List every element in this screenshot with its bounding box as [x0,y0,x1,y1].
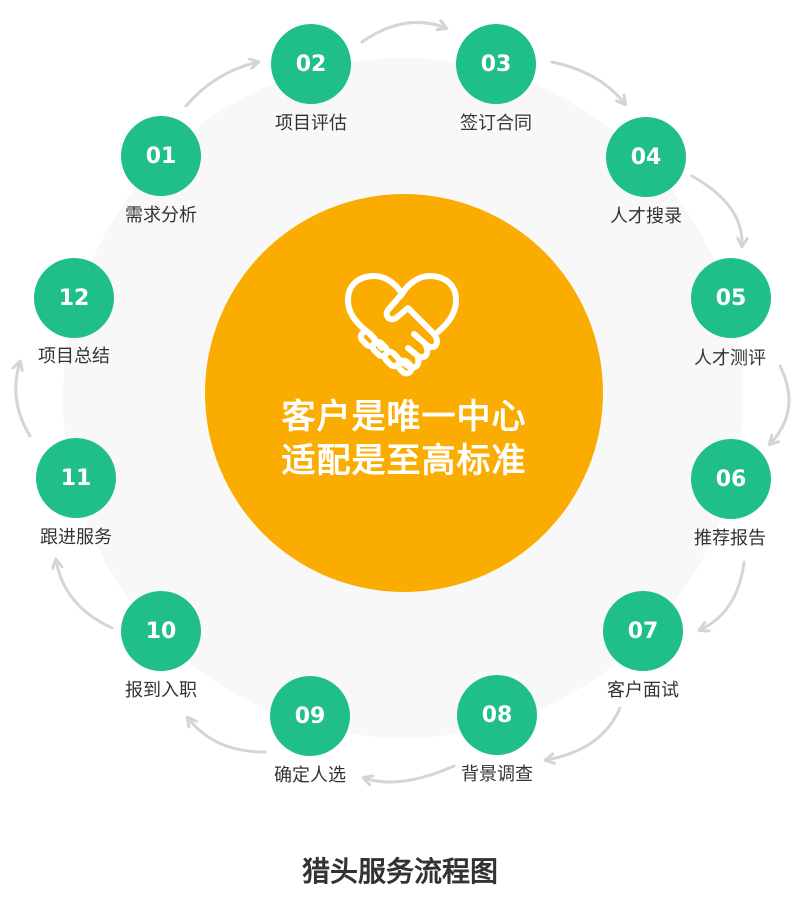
step-node-05: 05 [691,258,771,338]
step-node-10: 10 [121,591,201,671]
step-node-11: 11 [36,438,116,518]
step-label-01: 需求分析 [125,205,197,226]
step-node-02: 02 [271,24,351,104]
step-label-11: 跟进服务 [40,527,112,548]
handshake-heart-icon [345,273,459,377]
step-label-05: 人才测评 [694,348,766,369]
center-slogan-line1: 客户是唯一中心 [281,397,527,437]
arrow-10-11 [56,560,114,630]
step-node-01: 01 [121,116,201,196]
arrow-05-06 [770,364,791,444]
step-label-04: 人才搜录 [610,206,682,227]
center-slogan-line2: 适配是至高标准 [281,441,527,481]
center-circle [205,194,603,592]
arrow-03-04 [550,60,625,104]
arrow-06-07 [700,560,746,630]
arrow-09-10 [188,718,267,754]
arrow-08-09 [364,764,456,782]
step-node-12: 12 [34,258,114,338]
step-node-03: 03 [456,24,536,104]
arrow-11-12 [16,362,32,438]
step-label-03: 签订合同 [460,113,532,134]
arrow-04-05 [690,174,742,246]
diagram-caption: 猎头服务流程图 [301,855,498,888]
step-node-08: 08 [457,675,537,755]
step-node-09: 09 [270,676,350,756]
step-label-06: 推荐报告 [694,528,766,549]
step-label-12: 项目总结 [38,346,110,367]
step-node-04: 04 [606,117,686,197]
step-label-08: 背景调查 [461,764,533,785]
step-node-07: 07 [603,591,683,671]
step-label-02: 项目评估 [275,113,347,134]
step-label-10: 报到入职 [125,680,197,701]
arrow-07-08 [546,706,622,760]
arrow-02-03 [360,22,446,44]
step-node-06: 06 [691,439,771,519]
arrow-01-02 [184,62,258,108]
step-label-09: 确定人选 [274,765,346,786]
step-label-07: 客户面试 [607,680,679,701]
